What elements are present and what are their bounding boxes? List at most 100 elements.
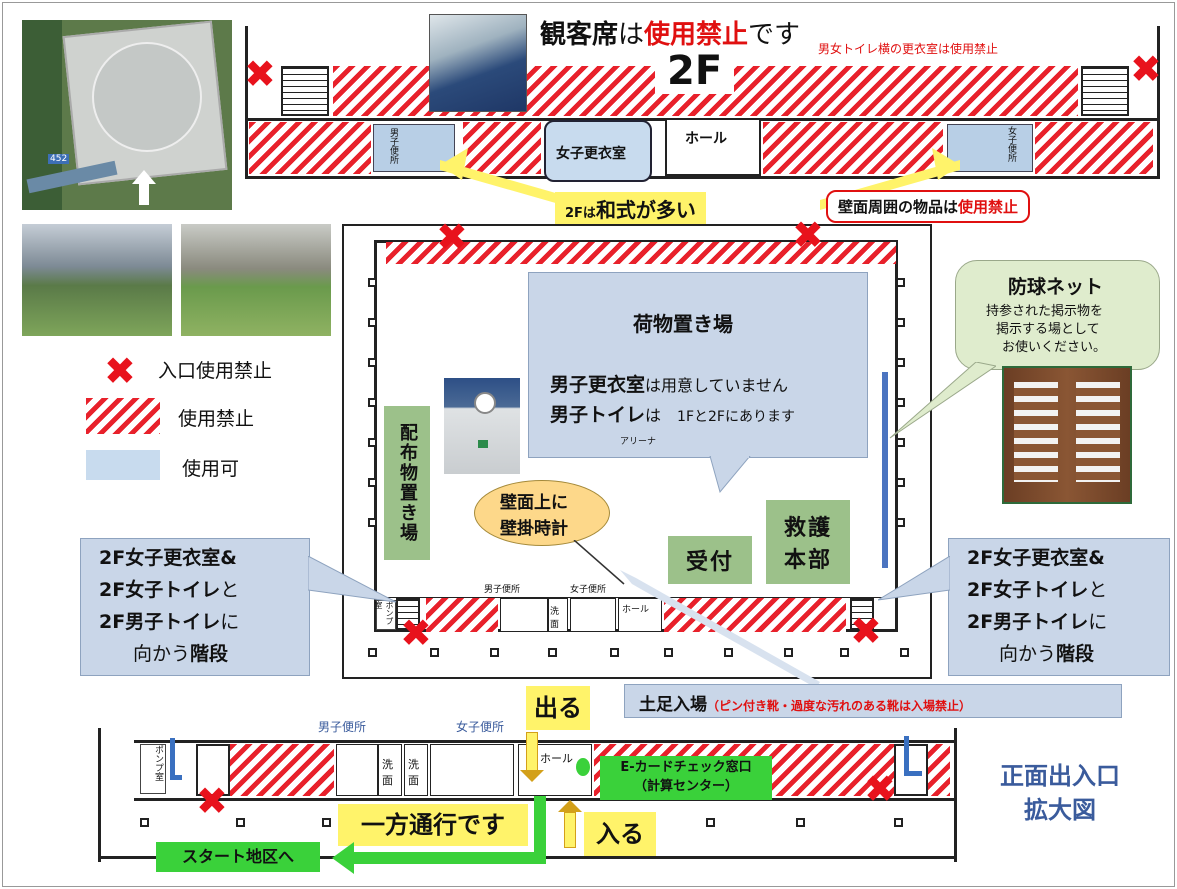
- arena-washroom: [548, 598, 568, 632]
- clock-callout: [474, 480, 610, 546]
- entrance-washroom-2: [404, 744, 428, 796]
- stairs-note-right-line1: 2F女子更衣室&: [967, 547, 1105, 569]
- title-suffix: です: [748, 20, 801, 50]
- entrance-corridor-forbidden-left: [230, 744, 334, 796]
- legend-entrance-forbidden: 入口使用禁止: [158, 360, 273, 382]
- shoes-label: 土足入場: [639, 695, 707, 715]
- entrance-washroom-1: [378, 744, 402, 796]
- stairs-note-left-line4-rest: 向かう: [133, 643, 191, 665]
- wall-clock-photo: [444, 378, 520, 474]
- stairs-note-left: 2F女子更衣室& 2F女子トイレと 2F男子トイレに 向かう階段: [80, 538, 310, 676]
- stairs-1f-left: [396, 598, 420, 630]
- entrance-hall-label: ホール: [540, 752, 573, 765]
- top-note: 男女トイレ横の更衣室は使用禁止: [818, 42, 999, 56]
- one-way-label: 一方通行です: [338, 804, 528, 846]
- entrance-title-line2: 拡大図: [1024, 796, 1096, 824]
- distribution-area-label: 配布物置き場: [384, 406, 430, 560]
- stairs-note-left-line3-bold: 2F男子トイレ: [99, 611, 221, 633]
- stairs-note-right-tail: [878, 556, 950, 601]
- road-number: 452: [48, 154, 70, 164]
- stairs-note-right-line4: 向かう階段: [999, 639, 1094, 666]
- women-toilet-2f-right: [947, 124, 1033, 172]
- entrance-forbidden-icon: ✖: [864, 767, 896, 811]
- stairs-note-left-line4-bold: 階段: [190, 643, 229, 665]
- entrance-forbidden-icon: ✖: [1130, 47, 1162, 91]
- arena-corridor-forbidden-left: [426, 598, 498, 632]
- rescue-label: 救護 本部: [766, 500, 850, 584]
- luggage-line2-mid: は: [645, 406, 678, 425]
- net-callout: [955, 260, 1160, 370]
- stairs-note-right-line2-bold: 2F女子トイレ: [967, 579, 1089, 601]
- title-seats: 観客席: [540, 20, 619, 50]
- arena-photo-left: [22, 224, 172, 336]
- stairs-note-right-line3-rest: に: [1088, 611, 1108, 633]
- wall-items-callout: 壁面周囲の物品は使用禁止: [826, 190, 1031, 223]
- entrance-washroom-1-label: 洗面: [382, 758, 393, 787]
- entrance-stairs-right: [894, 744, 928, 796]
- corridor-forbidden-4: [1035, 122, 1153, 174]
- legend-forbidden: 使用禁止: [178, 408, 255, 430]
- luggage-line2-rest: 1Fと2Fにあります: [677, 409, 795, 425]
- japanese-style-label: 2Fは和式が多い: [555, 192, 706, 225]
- rescue-line2: 本部: [783, 548, 832, 573]
- shoes-note: 土足入場（ピン付き靴・過度な汚れのある靴は入場禁止）: [624, 684, 1122, 718]
- stairs-note-left-line3-rest: に: [220, 611, 240, 633]
- stairs-arrow-left-icon: [170, 738, 182, 780]
- stairs-2f-left: [281, 66, 329, 116]
- ecard-window-marker: [576, 758, 590, 776]
- entrance-men-toilet-label: 男子便所: [318, 720, 367, 734]
- luggage-line1-rest: は用意していません: [645, 376, 789, 395]
- stairs-arrow-right-icon: [904, 736, 922, 776]
- pump-room-arena: ポンプ室: [374, 600, 396, 630]
- entrance-title-line1: 正面出入口: [1000, 762, 1120, 790]
- enter-label: 入る: [584, 812, 656, 856]
- stairs-note-left-line4: 向かう階段: [133, 639, 228, 666]
- stairs-note-right-line3: 2F男子トイレに: [967, 607, 1107, 634]
- stairs-note-right-line4-rest: 向かう: [999, 643, 1057, 665]
- stairs-note-left-line3: 2F男子トイレに: [99, 607, 239, 634]
- arena-photo-right: [181, 224, 331, 336]
- arena-women-toilet: [570, 598, 616, 632]
- hall-2f-label: ホール: [685, 131, 727, 147]
- distribution-area-text: 配布物置き場: [397, 423, 418, 543]
- entrance-forbidden-icon: ✖: [792, 213, 824, 257]
- pump-room-entrance: ポンプ室: [140, 744, 166, 794]
- stairs-note-right-line2: 2F女子トイレと: [967, 575, 1107, 602]
- seats-photo: [429, 14, 527, 112]
- seats-forbidden-right: [753, 66, 1078, 116]
- net-line2: 掲示する場として: [996, 322, 1100, 337]
- arena-men-toilet: [500, 598, 548, 632]
- net-title: 防球ネット: [1008, 276, 1104, 298]
- reception-label: 受付: [668, 536, 752, 584]
- floor-label-2f: 2F: [655, 48, 735, 94]
- entrance-washroom-2-label: 洗面: [408, 758, 419, 787]
- reception-text: 受付: [685, 550, 734, 575]
- entrance-women-toilet: [430, 744, 514, 796]
- corridor-forbidden-1: [249, 122, 371, 174]
- enter-arrow-icon: [564, 812, 576, 848]
- arena-outer-wall: [342, 224, 932, 679]
- clock-line1: 壁面上に: [500, 493, 568, 513]
- entrance-forbidden-icon: ✖: [244, 52, 276, 96]
- entrance-forbidden-icon: ✖: [196, 779, 228, 823]
- clock-line2: 壁掛時計: [500, 519, 568, 539]
- stairs-note-left-line2-rest: と: [220, 579, 240, 601]
- luggage-callout-tail: [709, 456, 751, 494]
- entrance-forbidden-icon: ✖: [436, 215, 468, 259]
- net-callout-tail: [889, 362, 996, 439]
- arena-washroom-label: 洗面: [550, 607, 560, 630]
- exit-arrow-head-icon: [520, 770, 544, 782]
- enter-arrow-head-icon: [558, 800, 582, 812]
- legend-x-icon: ✖: [104, 349, 136, 393]
- to-start-label: スタート地区へ: [156, 842, 320, 872]
- title-mid: は: [618, 20, 645, 50]
- stairs-note-left-line2-bold: 2F女子トイレ: [99, 579, 221, 601]
- stairs-note-left-line1: 2F女子更衣室&: [99, 547, 237, 569]
- corridor-forbidden-3: [763, 122, 943, 174]
- stairs-note-left-line2: 2F女子トイレと: [99, 575, 239, 602]
- japanese-style-suffix: 和式が多い: [595, 198, 696, 222]
- top-title: 観客席は使用禁止です: [540, 14, 800, 51]
- ecard-line1: E-カードチェック窓口: [620, 760, 752, 775]
- entrance-forbidden-icon: ✖: [850, 609, 882, 653]
- stairs-note-right-line3-bold: 2F男子トイレ: [967, 611, 1089, 633]
